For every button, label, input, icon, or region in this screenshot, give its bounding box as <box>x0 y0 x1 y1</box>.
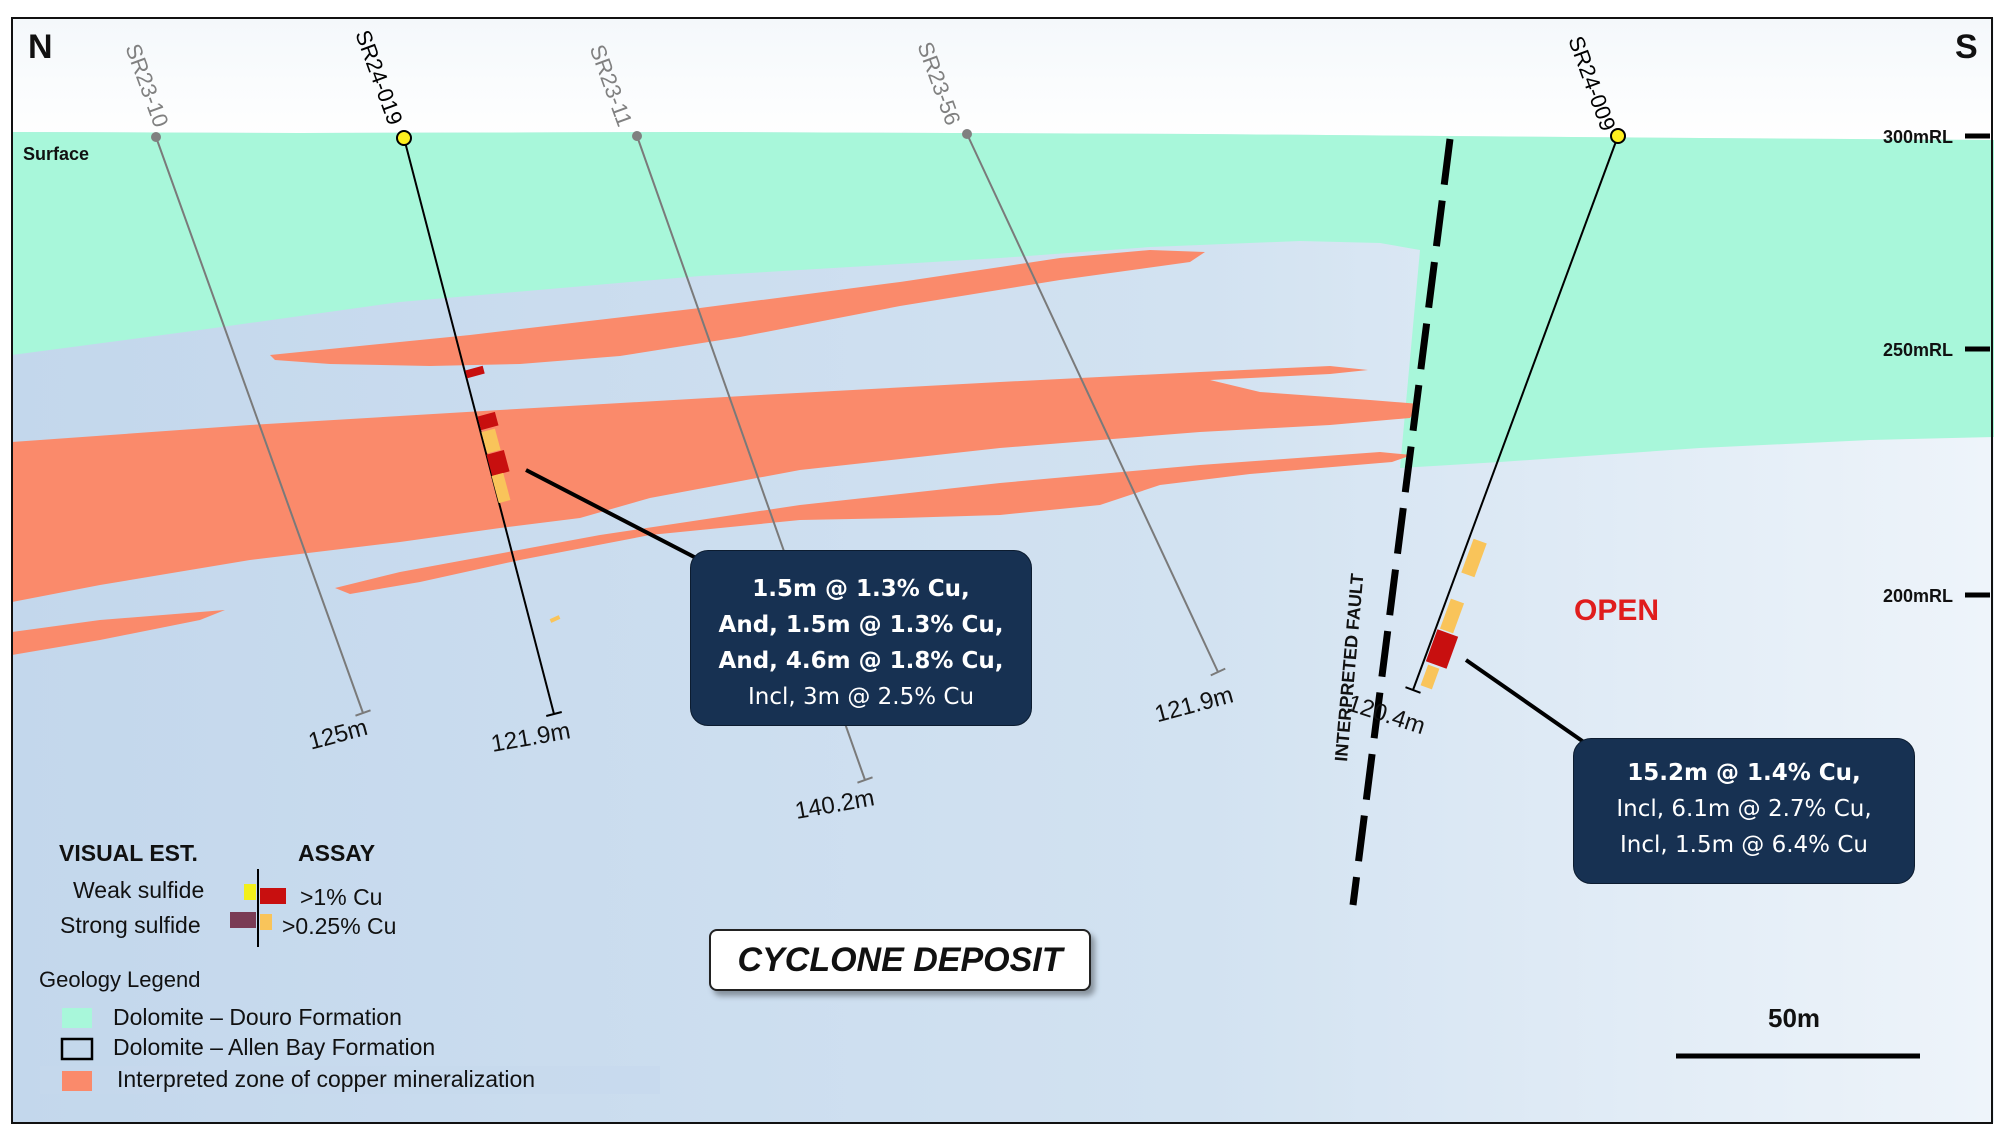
drill-hole-trace <box>1412 135 1619 691</box>
drill-hole-trace <box>403 137 555 715</box>
surface-label: Surface <box>23 144 90 164</box>
rl-label-250: 250mRL <box>1883 340 1953 360</box>
drill-hole-end-tick <box>1405 686 1421 694</box>
rl-axis: 300mRL 250mRL 200mRL <box>1883 127 1990 606</box>
legend-assay-low-swatch <box>260 914 272 930</box>
drill-hole-end-tick <box>1210 667 1226 677</box>
assay-intervals-sr24-009 <box>1420 538 1487 690</box>
mineralization-zone-lower <box>335 452 1412 594</box>
assay-callout-sr24-009: 15.2m @ 1.4% Cu, Incl, 6.1m @ 2.7% Cu, I… <box>1573 738 1915 884</box>
frame-border <box>11 17 1993 1124</box>
assay-callout-sr24-019: 1.5m @ 1.3% Cu, And, 1.5m @ 1.3% Cu, And… <box>690 550 1032 726</box>
drill-hole-trace <box>155 136 364 714</box>
legend-allen-bay: Dolomite – Allen Bay Formation <box>113 1034 436 1060</box>
callout-line: Incl, 6.1m @ 2.7% Cu, <box>1616 796 1872 822</box>
legend-visual-header: VISUAL EST. <box>59 840 198 866</box>
drill-hole-collar <box>151 132 161 142</box>
deposit-title: CYCLONE DEPOSIT <box>709 929 1091 991</box>
legend-mineralization-swatch <box>62 1071 92 1091</box>
legend-weak-sulfide-swatch <box>244 884 256 900</box>
rl-label-300: 300mRL <box>1883 127 1953 147</box>
interpreted-fault-line <box>1349 138 1454 906</box>
rl-label-200: 200mRL <box>1883 586 1953 606</box>
drill-hole-collar <box>396 130 412 146</box>
callout-line: Incl, 3m @ 2.5% Cu <box>747 684 975 710</box>
mineralization-zone-upper <box>270 250 1205 366</box>
mineralization-zone-small <box>12 610 225 655</box>
callout-line: 15.2m @ 1.4% Cu, <box>1627 760 1861 786</box>
callout-line: Incl, 1.5m @ 6.4% Cu <box>1619 832 1868 858</box>
callout-line: 1.5m @ 1.3% Cu, <box>752 576 970 602</box>
callout-line: And, 1.5m @ 1.3% Cu, <box>718 612 1004 638</box>
north-label: N <box>28 28 53 66</box>
callout-line: And, 4.6m @ 1.8% Cu, <box>718 648 1004 674</box>
scale-bar-label: 50m <box>1768 1003 1821 1033</box>
callout-leader-1 <box>525 468 701 562</box>
drill-hole-collar <box>632 131 642 141</box>
south-label: S <box>1955 28 1978 66</box>
legend-strong-sulfide-swatch <box>230 912 256 928</box>
douro-formation-layer <box>12 132 1994 468</box>
legend-assay-high: >1% Cu <box>300 884 383 910</box>
legend-symbols <box>40 869 660 1094</box>
mineralization-zone-main <box>12 366 1420 602</box>
callout-leader-2 <box>1464 658 1590 747</box>
drill-hole-end-tick <box>355 709 371 717</box>
drill-hole-collar <box>962 129 972 139</box>
drill-hole-trace <box>966 133 1219 673</box>
legend-douro-swatch <box>62 1008 92 1028</box>
legend-strong-sulfide: Strong sulfide <box>60 912 201 938</box>
drill-hole-end-tick <box>857 776 873 784</box>
legend-assay-header: ASSAY <box>298 840 376 866</box>
legend-allen-bay-swatch <box>60 1037 94 1061</box>
drill-hole-collar <box>1610 128 1626 144</box>
legend-assay-low: >0.25% Cu <box>282 913 397 939</box>
drill-hole-end-tick <box>546 711 562 717</box>
legend-assay-high-swatch <box>260 888 286 904</box>
legend-mineralization: Interpreted zone of copper mineralizatio… <box>117 1066 536 1092</box>
sky-area <box>12 18 1994 140</box>
assay-intervals-sr24-019 <box>465 365 561 623</box>
legend-douro: Dolomite – Douro Formation <box>113 1004 402 1030</box>
legend-weak-sulfide: Weak sulfide <box>73 877 205 903</box>
open-label: OPEN <box>1574 594 1660 627</box>
legend-geology-header: Geology Legend <box>39 967 201 992</box>
